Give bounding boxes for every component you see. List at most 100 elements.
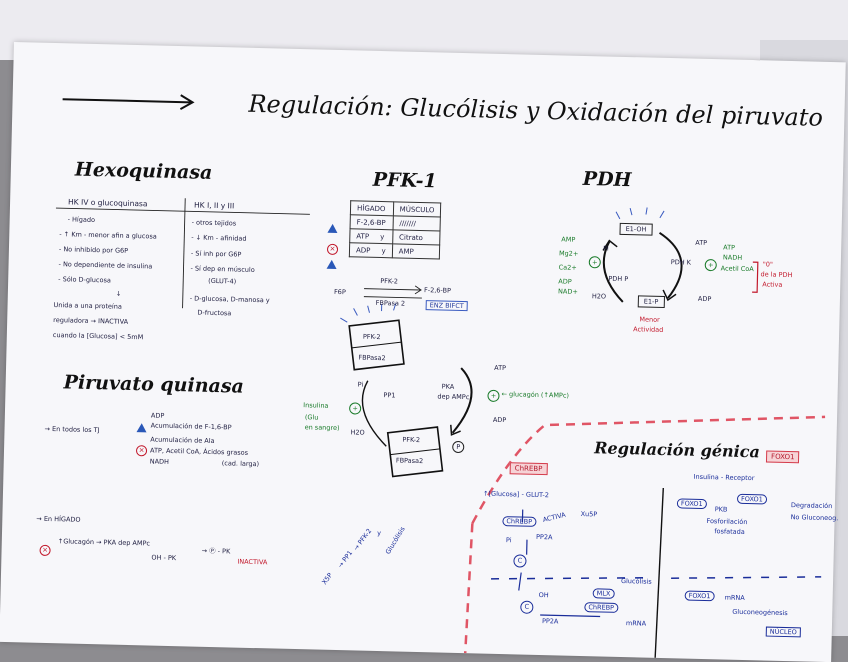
foxo1-node: FOXO1 [677, 498, 707, 509]
pfk-cell: ATP y [350, 229, 393, 244]
pdh-r-nadh: NADH [723, 253, 742, 261]
hexo-heading: Hexoquinasa [75, 159, 213, 184]
diag-y: y [377, 529, 381, 537]
pdh-in-ca: Ca2+ [559, 263, 577, 271]
x5p-label: Xu5P [581, 510, 598, 518]
hexo-col1-0: - Hígado [68, 215, 96, 224]
pfk-cell: ADP y [349, 243, 392, 258]
degradacion-2: No Gluconeog. [791, 513, 839, 522]
hexo-col2-1: - ↓ Km - afinidad [191, 233, 246, 242]
hexo-col2-6: D-fructosa [197, 309, 231, 318]
pi-label: Pi [358, 381, 364, 389]
gluconeog-label: Gluconeogénesis [732, 608, 788, 617]
gluconeog-mrna: mRNA [725, 594, 745, 602]
fbpasa2-top-label: FBPasa 2 [376, 299, 406, 308]
mlx-node: MLX [593, 588, 615, 599]
pk-adp: ADP [151, 411, 165, 419]
pdh-note-1: de la PDH [760, 270, 792, 279]
f6p-label: F6P [334, 288, 346, 296]
pfk-th-higado: HÍGADO [350, 201, 393, 216]
pp2a-label: PP2A [536, 533, 553, 541]
pfk-cell: Citrato [392, 230, 440, 245]
pka-dep-label: dep AMPc [437, 392, 469, 401]
pk-heading: Piruvato quinasa [63, 371, 244, 397]
hexo-col2-4: (GLUT-4) [208, 277, 236, 286]
fosfo-label-2: fosfatada [714, 527, 745, 536]
pdh-note-2: Activa [762, 280, 782, 288]
pfk-cell: F-2,6-BP [350, 215, 393, 230]
pdh-r-acetil: Acetil CoA [721, 264, 754, 273]
glucolisis-label: Glucólisis [621, 577, 652, 586]
fosfo-label: Fosforilación [706, 517, 747, 526]
chrebp-node: ChREBP [502, 516, 536, 527]
hexo-col1-4: - Sólo D-glucosa [58, 275, 111, 284]
pdh-note-0: "0" [763, 260, 773, 268]
pfk-cell: /////// [393, 216, 441, 231]
h2o-label: H2O [350, 428, 364, 436]
triangle-icon [326, 254, 336, 273]
pp2a-label-2: PP2A [542, 617, 559, 625]
box-top-pfk2: PFK-2 [363, 333, 381, 341]
pdh-adp: ADP [698, 295, 712, 303]
pk-inactiva: INACTIVA [237, 558, 267, 567]
hexo-col2-0: - otros tejidos [192, 218, 237, 227]
chrebp-node-2: ChREBP [584, 602, 618, 613]
pdh-footer-1: Actividad [633, 325, 663, 334]
pp1-label: PP1 [383, 391, 395, 399]
pk-higado: → En HÍGADO [36, 515, 80, 524]
oh-label: OH [539, 591, 549, 599]
pdh-atp: ATP [695, 239, 707, 247]
triangle-icon [327, 218, 337, 237]
glut-label: ↑[Glucosa] - GLUT-2 [483, 490, 549, 500]
genica-heading: Regulación génica [594, 438, 760, 461]
pk-ppk: → Ⓟ - PK [202, 545, 231, 556]
hexo-col2-2: - Sí inh por G6P [191, 249, 242, 258]
foxo1-node-2: FOXO1 [737, 494, 767, 505]
pfk-cell: AMP [392, 244, 440, 259]
pdh-pi: Pi [603, 244, 609, 252]
inhibit-icon: × [327, 236, 338, 255]
pfk2-top-label: PFK-2 [380, 277, 398, 285]
enz-bif-tag: ENZ BIFCT [426, 300, 468, 311]
hexo-col1-2: - No inhibido por G6P [59, 245, 128, 255]
pk-acum4: NADH [150, 457, 169, 465]
hexo-col1-head: HK IV o glucoquinasa [68, 197, 148, 208]
hexo-col1-5: ↓ [116, 290, 122, 298]
triangle-icon [136, 417, 146, 436]
pdh-h2o: H2O [592, 292, 606, 300]
pdh-top-box: E1-OH [619, 223, 652, 236]
adp-label: ADP [493, 416, 507, 424]
box-top-fbpasa2: FBPasa2 [358, 354, 386, 363]
foxo-tag: FOXO1 [766, 451, 800, 464]
insulina-label-2: (Glu [305, 413, 319, 421]
pdh-footer-0: Menor [639, 315, 660, 323]
atp-label: ATP [494, 364, 506, 372]
sketch-layer [0, 42, 846, 662]
pk-acum5: (cad. larga) [222, 459, 260, 468]
pdh-r-atp: ATP [723, 243, 735, 251]
inhibit-icon: × [39, 537, 50, 556]
hexo-col2-3: - Sí dep en músculo [190, 264, 254, 274]
chrebp-tag: ChREBP [510, 462, 548, 475]
pdh-heading: PDH [583, 168, 632, 191]
pdh-in-nad: NAD+ [558, 287, 578, 295]
box-bot-pfk2: PFK-2 [402, 436, 420, 444]
insulina-label-3: en sangre) [305, 423, 340, 432]
pi-label-genica: Pi [506, 536, 512, 544]
pdh-pdhk: PDH K [671, 258, 691, 266]
insulina-label: Insulina [303, 401, 328, 410]
mrna-label: mRNA [626, 619, 646, 627]
pka-label: PKA [442, 383, 455, 391]
pk-tejidos: → En todos los TJ [44, 425, 99, 434]
pkb-label: PKB [715, 505, 728, 513]
degradacion: Degradación [791, 501, 833, 510]
note-sheet: Regulación: Glucólisis y Oxidación del p… [0, 42, 846, 662]
hexo-col1-6: Unida a una proteína [53, 301, 121, 311]
glucagon-label: ← glucagón (↑AMPc) [501, 390, 569, 400]
hexo-col2-head: HK I, II y III [194, 200, 234, 210]
pdh-in-mg: Mg2+ [559, 249, 579, 257]
pfk-th-musculo: MÚSCULO [393, 202, 441, 217]
pdh-pdhp: PDH P [608, 275, 628, 283]
pk-acum2: Acumulación de Ala [150, 435, 214, 445]
